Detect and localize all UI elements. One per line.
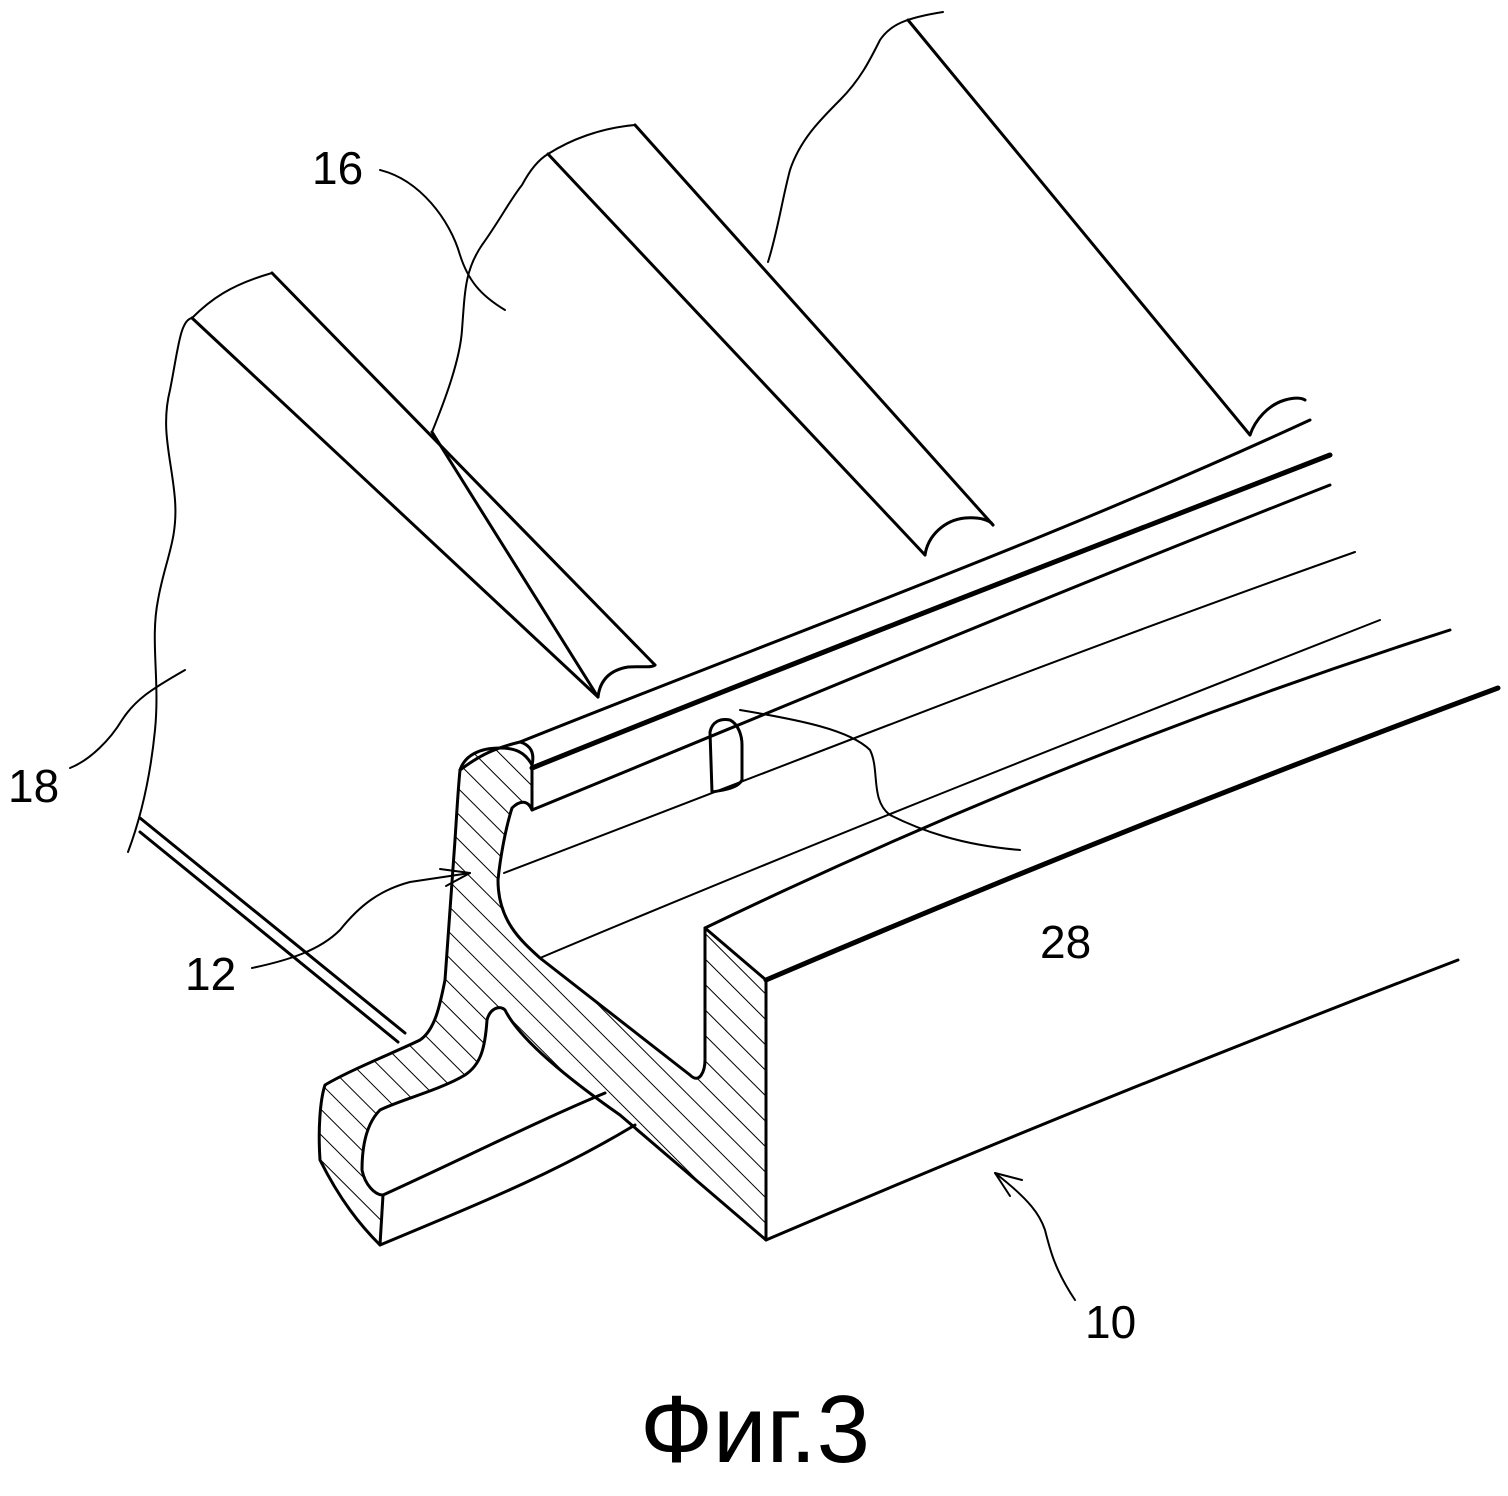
rim-surfaces — [380, 420, 1498, 1245]
label-16: 16 — [312, 142, 363, 194]
blade-18 — [128, 273, 655, 1042]
figure-caption: Фиг.3 — [640, 1376, 870, 1483]
leader-lines — [70, 170, 1075, 1300]
blade-16 — [432, 125, 993, 697]
blade-root-section-12 — [319, 748, 766, 1245]
label-12: 12 — [185, 948, 236, 1000]
label-28: 28 — [1040, 916, 1091, 968]
label-18: 18 — [8, 760, 59, 812]
label-10: 10 — [1085, 1296, 1136, 1348]
blade-right — [768, 12, 1305, 435]
